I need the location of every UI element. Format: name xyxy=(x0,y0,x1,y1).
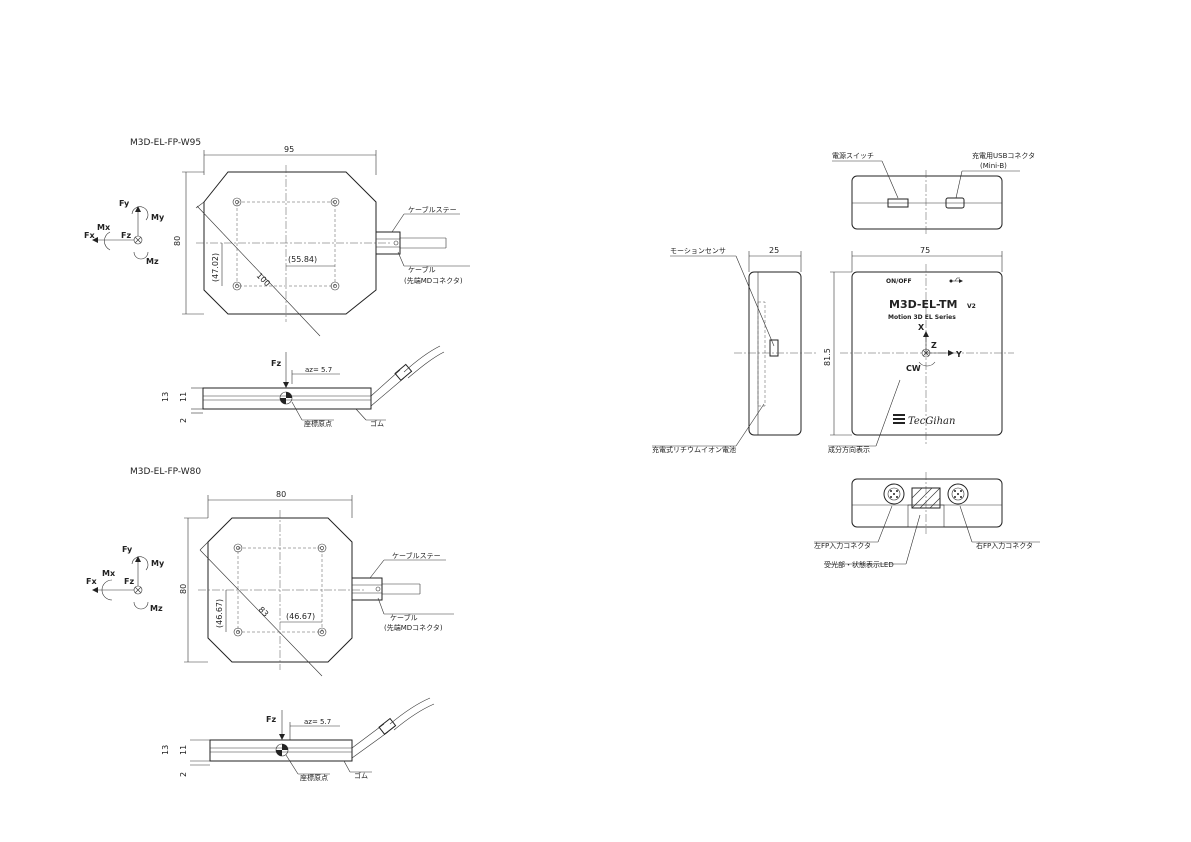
w80-diag-dim: 83 xyxy=(257,605,271,619)
w80-pitch-v: (46.67) xyxy=(215,599,224,628)
w80-pitch-h: (46.67) xyxy=(286,612,315,621)
tm-power-switch xyxy=(887,198,909,208)
tm-bottom-body xyxy=(851,478,1003,528)
w80-side-fz: Fz xyxy=(266,715,276,724)
w80-az-label: az= 5.7 xyxy=(304,718,331,726)
tm-x-label: X xyxy=(918,323,925,332)
w80-cable-stay xyxy=(351,577,383,601)
tm-battery-label: 充電式リチウムイオン電池 xyxy=(652,445,736,454)
tm-left-conn-label: 左FP入力コネクタ xyxy=(814,541,871,550)
tm-width-dim: 75 xyxy=(920,246,930,255)
w80-top-view: M3D-EL-FP-W80 80 80 83 (46.67) (46.67) xyxy=(130,467,454,677)
w95-pitch-h: (55.84) xyxy=(288,255,317,264)
w80-fz-label: Fz xyxy=(124,577,134,586)
tm-usb-port xyxy=(945,197,965,209)
w95-fx-label: Fx xyxy=(84,231,95,240)
right-connector-icon xyxy=(947,483,969,505)
w95-side-body xyxy=(202,387,372,410)
tm-usb-type: (Mini-B) xyxy=(980,162,1007,170)
tm-top-view: 電源スイッチ 充電用USBコネクタ (Mini-B) xyxy=(832,151,1035,234)
w80-rubber-label: ゴム xyxy=(354,771,368,780)
w95-diag-dim: 100 xyxy=(255,271,272,288)
w95-side-fz: Fz xyxy=(271,359,281,368)
w80-bolt-holes xyxy=(233,543,327,637)
tm-direction-label: 成分方向表示 xyxy=(828,445,870,454)
led-window xyxy=(907,487,945,528)
w80-width-dim: 80 xyxy=(276,490,286,499)
w95-width-dim: 95 xyxy=(284,145,294,154)
w80-h13: 13 xyxy=(161,745,170,755)
w80-h11: 11 xyxy=(179,745,188,755)
w95-pitch-v: (47.02) xyxy=(211,253,220,282)
tm-y-label: Y xyxy=(955,350,962,359)
w95-mx-label: Mx xyxy=(97,223,111,232)
w95-axis-symbol: Fy My Fx Mx Fz Mz xyxy=(84,199,165,266)
tm-side-body xyxy=(748,271,802,436)
tm-usb-label: 充電用USBコネクタ xyxy=(972,151,1035,160)
w95-cable-stay xyxy=(375,231,401,255)
w95-body xyxy=(203,171,377,315)
w95-top-view: M3D-EL-FP-W95 95 80 100 (47.02) xyxy=(130,138,470,337)
w95-height-dim: 80 xyxy=(173,236,182,246)
w80-cable-stay-label: ケーブルステー xyxy=(392,551,441,560)
tm-right-conn-label: 右FP入力コネクタ xyxy=(976,541,1033,550)
tm-brand: M3D-EL-TM xyxy=(889,298,957,311)
w80-fx-label: Fx xyxy=(86,577,97,586)
w95-cable-stay-label: ケーブルステー xyxy=(408,205,457,214)
w80-mx-label: Mx xyxy=(102,569,116,578)
tm-height-dim: 81.5 xyxy=(823,348,832,366)
usb-icon xyxy=(949,277,963,283)
tm-brand-version: V2 xyxy=(967,303,976,310)
tm-side-view: モーションセンサ 25 充電式リチウムイオン電池 xyxy=(652,246,816,454)
w95-fz-label: Fz xyxy=(121,231,131,240)
w80-my-label: My xyxy=(151,559,165,568)
w95-my-label: My xyxy=(151,213,165,222)
w80-height-dim: 80 xyxy=(179,584,188,594)
w95-cable-note: (先端MDコネクタ) xyxy=(404,276,463,285)
w80-cable-note: (先端MDコネクタ) xyxy=(384,623,443,632)
w95-mz-label: Mz xyxy=(146,257,159,266)
w80-fy-label: Fy xyxy=(122,545,133,554)
w95-h11: 11 xyxy=(179,392,188,402)
tm-depth-dim: 25 xyxy=(769,246,779,255)
w80-origin-label: 座標原点 xyxy=(300,773,328,782)
tm-motion-sensor-label: モーションセンサ xyxy=(670,247,726,255)
w80-model-title: M3D-EL-FP-W80 xyxy=(130,467,201,477)
w80-cable-label: ケーブル xyxy=(390,613,418,622)
w95-rubber-label: ゴム xyxy=(370,419,384,428)
tm-cw-label: CW xyxy=(906,364,921,373)
w95-bolt-holes xyxy=(232,197,340,291)
tm-logo-text: TecGihan xyxy=(908,416,955,427)
w95-az-label: az= 5.7 xyxy=(305,366,332,374)
w80-mz-label: Mz xyxy=(150,604,163,613)
tm-onoff-label: ON/OFF xyxy=(886,278,912,285)
w80-side-view: Fz az= 5.7 13 11 2 座標原点 ゴム xyxy=(161,697,435,782)
w95-side-view: Fz az= 5.7 13 11 2 座標原点 ゴム xyxy=(161,345,445,428)
tm-z-label: Z xyxy=(931,341,937,350)
w80-axis-symbol: Fy My Fx Mx Fz Mz xyxy=(86,545,165,613)
w80-side-body xyxy=(209,739,353,762)
tm-series: Motion 3D EL Series xyxy=(888,314,956,321)
left-connector-icon xyxy=(883,483,905,505)
tecgihan-logo-icon xyxy=(893,414,905,424)
w80-h2: 2 xyxy=(179,772,188,777)
w95-fy-label: Fy xyxy=(119,199,130,208)
w95-h13: 13 xyxy=(161,392,170,402)
tm-top-body xyxy=(851,175,1003,230)
w95-origin-label: 座標原点 xyxy=(304,419,332,428)
tm-bottom-view: 左FP入力コネクタ 右FP入力コネクタ 受光部・状態表示LED xyxy=(814,472,1040,569)
w95-model-title: M3D-EL-FP-W95 xyxy=(130,138,201,148)
w95-h2: 2 xyxy=(179,418,188,423)
tm-led-label: 受光部・状態表示LED xyxy=(824,560,894,569)
w95-cable-label: ケーブル xyxy=(408,265,436,274)
tm-front-body xyxy=(851,271,1003,436)
tm-power-switch-label: 電源スイッチ xyxy=(832,151,874,160)
tm-front-view: 75 81.5 ON/OFF M3D-EL-TM V2 Motion 3D EL… xyxy=(823,246,1014,454)
w80-body xyxy=(207,517,353,663)
